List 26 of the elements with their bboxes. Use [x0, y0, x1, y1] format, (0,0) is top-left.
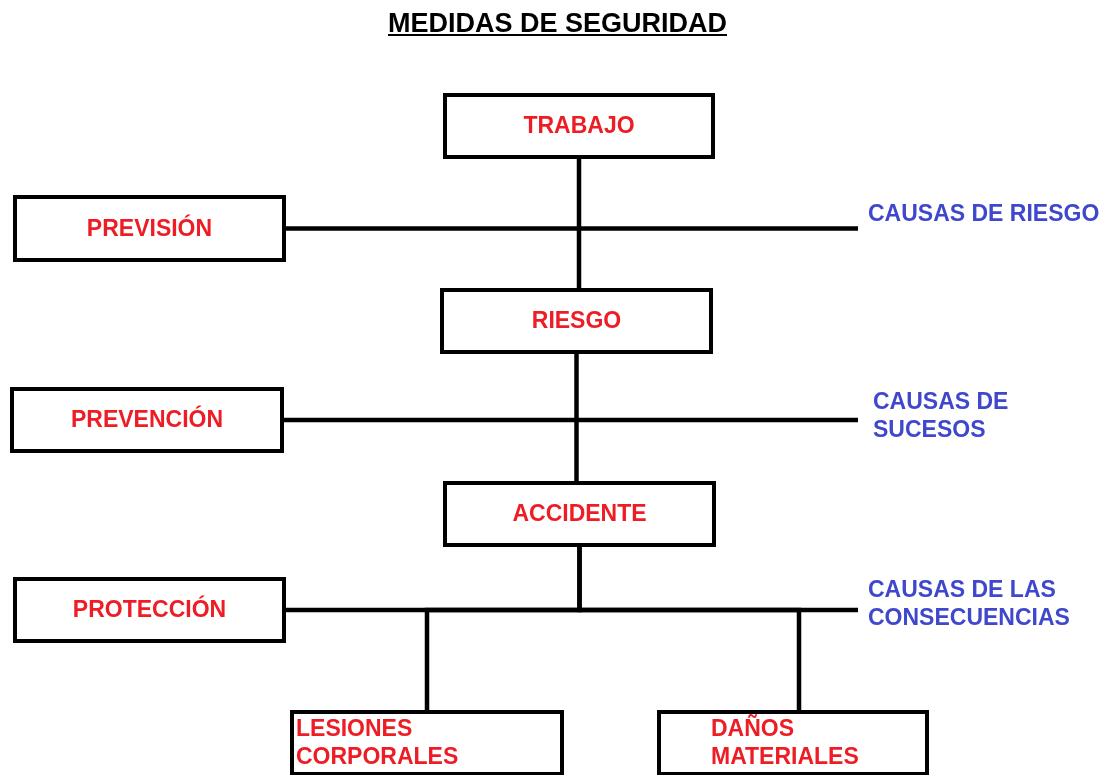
- process-box: [657, 710, 929, 775]
- box-label: DAÑOS MATERIALES: [711, 715, 860, 771]
- process-box: [10, 387, 284, 453]
- connector-line: [577, 547, 802, 710]
- process-box: [443, 93, 715, 159]
- cause-label: CAUSAS DE RIESGO: [868, 200, 1100, 228]
- connector-line: [286, 226, 858, 231]
- process-box: [440, 288, 713, 354]
- connector-line: [284, 417, 858, 423]
- process-box: [443, 481, 716, 547]
- process-box: [13, 577, 286, 643]
- connector-line: [574, 354, 579, 481]
- box-label: TRABAJO: [523, 112, 635, 140]
- process-box: [13, 195, 286, 262]
- box-label: ACCIDENTE: [512, 500, 647, 528]
- connector-line: [576, 159, 582, 288]
- box-label: PREVISIÓN: [86, 214, 213, 243]
- process-box: [290, 710, 564, 775]
- connector-line: [286, 607, 858, 613]
- box-label: LESIONES CORPORALES: [296, 715, 460, 771]
- cause-label: CAUSAS DE LAS CONSECUENCIAS: [868, 576, 1071, 632]
- cause-label: CAUSAS DE SUCESOS: [873, 388, 1010, 444]
- box-label: PREVENCIÓN: [70, 406, 224, 434]
- box-label: RIESGO: [531, 307, 622, 335]
- box-label: PROTECCIÓN: [72, 596, 227, 624]
- diagram-title: MEDIDAS DE SEGURIDAD: [388, 8, 727, 38]
